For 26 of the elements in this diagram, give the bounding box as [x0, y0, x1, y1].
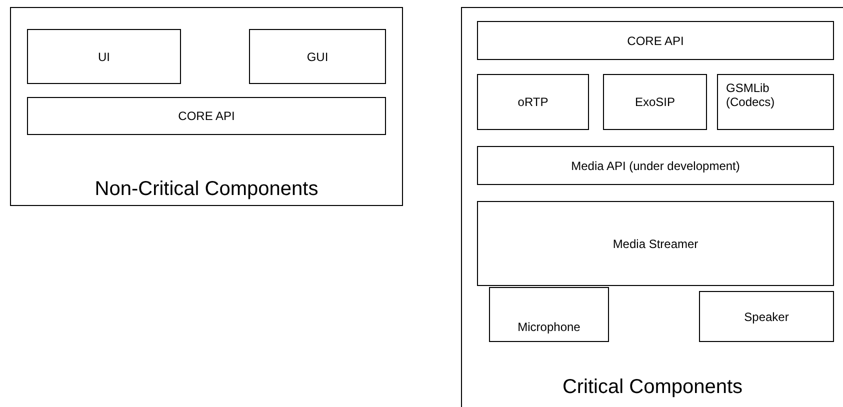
component-label: Media Streamer	[612, 236, 698, 250]
component-box	[249, 29, 386, 84]
component-label: Media API (under development)	[571, 158, 740, 172]
group-title: Critical Components	[562, 376, 743, 399]
component-label: CORE API	[178, 109, 235, 123]
component-label: CORE API	[627, 34, 684, 48]
component-box	[27, 29, 181, 84]
component-box	[699, 291, 834, 342]
component-box	[477, 201, 834, 286]
component-box	[477, 21, 834, 60]
component-box	[717, 74, 834, 130]
component-label: GUI	[306, 50, 328, 64]
component-label: oRTP	[518, 95, 548, 109]
component-label: Microphone	[518, 320, 580, 334]
component-box	[477, 74, 589, 130]
component-box	[489, 287, 609, 342]
component-box	[27, 97, 386, 135]
component-label: Speaker	[744, 310, 789, 324]
group-panel	[461, 7, 843, 407]
component-label: ExoSIP	[634, 95, 676, 109]
component-label: GSMLib (Codecs)	[726, 81, 776, 109]
component-label: UI	[98, 50, 110, 64]
group-title: Non-Critical Components	[94, 178, 318, 201]
component-box	[603, 74, 707, 130]
component-box	[477, 146, 834, 185]
group-panel	[10, 7, 403, 206]
